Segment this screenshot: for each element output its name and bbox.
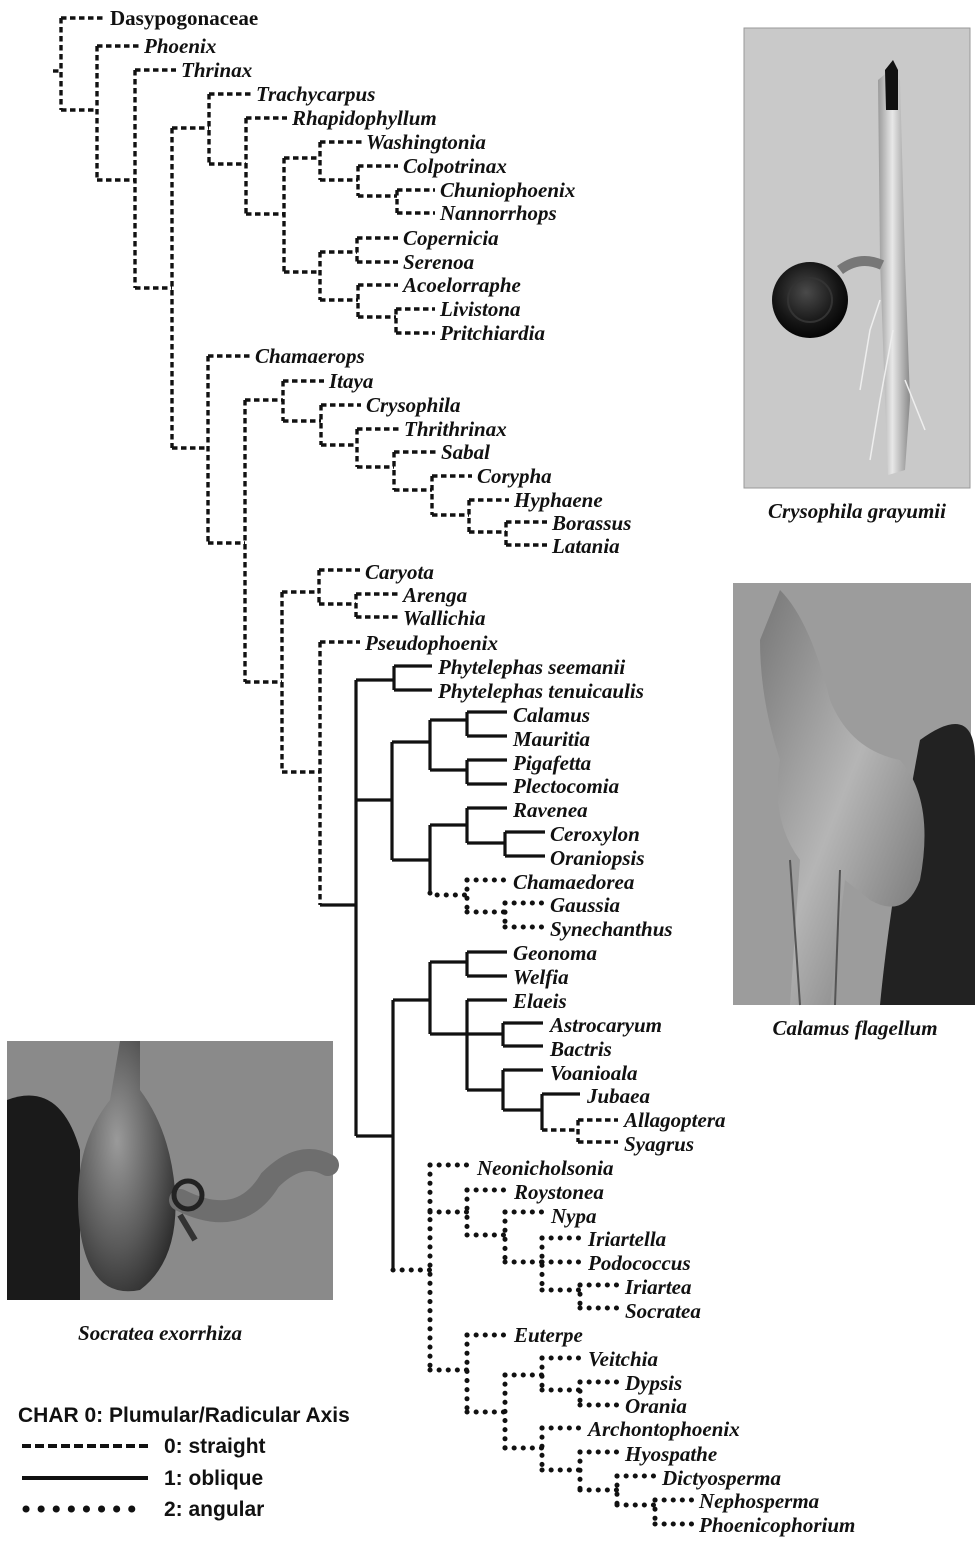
taxon-label: Astrocaryum (548, 1013, 662, 1037)
taxon-label: Syagrus (624, 1132, 694, 1156)
taxon-label: Elaeis (512, 989, 567, 1013)
taxon-label: Archontophoenix (586, 1417, 740, 1441)
taxon-label: Orania (625, 1394, 687, 1418)
taxon-label: Neonicholsonia (476, 1156, 614, 1180)
taxon-label: Phytelephas seemanii (437, 655, 625, 679)
taxon-label: Ravenea (512, 798, 588, 822)
taxon-label: Pritchiardia (439, 321, 545, 345)
taxon-label: Sabal (441, 440, 490, 464)
taxon-label: Oraniopsis (550, 846, 645, 870)
taxon-label: Geonoma (513, 941, 597, 965)
taxon-label: Phytelephas tenuicaulis (437, 679, 644, 703)
legend-label-oblique: 1: oblique (164, 1467, 263, 1490)
taxon-label: Latania (551, 534, 620, 558)
taxon-label: Trachycarpus (256, 82, 375, 106)
taxon-label: Veitchia (588, 1347, 658, 1371)
taxon-label: Caryota (365, 560, 434, 584)
taxon-label: Borassus (551, 511, 631, 535)
taxon-label: Wallichia (403, 606, 485, 630)
taxon-label: Roystonea (513, 1180, 604, 1204)
taxon-label: Itaya (328, 369, 373, 393)
crysophila-photo (744, 28, 970, 488)
taxon-label: Washingtonia (366, 130, 486, 154)
taxon-label: Hyphaene (513, 488, 603, 512)
crysophila-caption: Crysophila grayumii (768, 499, 946, 523)
taxon-label: Crysophila (366, 393, 461, 417)
taxon-label: Arenga (401, 583, 467, 607)
taxon-label: Phoenicophorium (698, 1513, 855, 1537)
taxon-label: Socratea (625, 1299, 701, 1323)
taxon-label: Dasypogonaceae (110, 6, 258, 30)
socratea-photo (7, 1041, 333, 1300)
taxon-label: Pseudophoenix (364, 631, 498, 655)
taxon-label: Bactris (549, 1037, 612, 1061)
taxon-label: Thrinax (181, 58, 252, 82)
taxon-label: Thrithrinax (404, 417, 507, 441)
taxon-label: Hyospathe (624, 1442, 717, 1466)
taxon-label: Allagoptera (622, 1108, 726, 1132)
taxon-label: Nannorrhops (439, 201, 557, 225)
legend-title: CHAR 0: Plumular/Radicular Axis (18, 1404, 350, 1427)
taxon-label: Welfia (513, 965, 569, 989)
taxon-label: Dypsis (624, 1371, 682, 1395)
taxon-label: Chuniophoenix (440, 178, 575, 202)
calamus-photo (733, 583, 975, 1005)
taxon-label: Plectocomia (512, 774, 619, 798)
taxon-label: Colpotrinax (403, 154, 507, 178)
taxon-label: Gaussia (550, 893, 620, 917)
taxon-label: Chamaedorea (513, 870, 634, 894)
calamus-caption: Calamus flagellum (772, 1016, 937, 1040)
socratea-caption: Socratea exorrhiza (78, 1321, 242, 1345)
taxon-label: Chamaerops (255, 344, 365, 368)
legend-label-angular: 2: angular (164, 1498, 264, 1521)
taxon-label: Podococcus (587, 1251, 691, 1275)
taxon-label: Mauritia (512, 727, 590, 751)
legend: CHAR 0: Plumular/Radicular Axis 0: strai… (18, 1404, 350, 1521)
taxon-label: Nypa (550, 1204, 597, 1228)
taxon-label: Phoenix (143, 34, 216, 58)
taxon-label: Livistona (439, 297, 521, 321)
taxon-label: Nephosperma (698, 1489, 819, 1513)
taxon-label: Corypha (477, 464, 552, 488)
taxon-label: Calamus (513, 703, 590, 727)
taxon-label: Ceroxylon (550, 822, 640, 846)
legend-label-straight: 0: straight (164, 1435, 266, 1458)
taxon-label: Acoelorraphe (401, 273, 521, 297)
taxon-label: Voanioala (550, 1061, 638, 1085)
taxon-label: Iriartea (624, 1275, 692, 1299)
taxon-label: Synechanthus (550, 917, 673, 941)
taxon-label: Serenoa (403, 250, 474, 274)
taxon-label: Dictyosperma (661, 1466, 781, 1490)
taxon-label: Pigafetta (512, 751, 591, 775)
taxon-label: Euterpe (513, 1323, 583, 1347)
taxon-label: Copernicia (403, 226, 499, 250)
taxon-label: Rhapidophyllum (291, 106, 437, 130)
taxon-label: Iriartella (587, 1227, 666, 1251)
taxon-label: Jubaea (586, 1084, 650, 1108)
